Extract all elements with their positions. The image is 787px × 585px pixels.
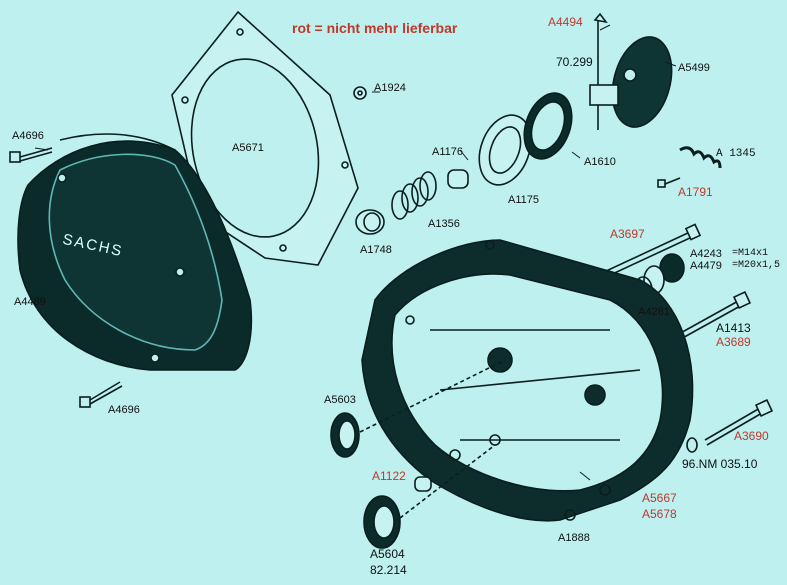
bearing-a5604 [363,444,496,549]
label-96nm: 96.NM 035.10 [682,457,758,471]
label-a1748: A1748 [360,244,392,256]
leader-lines [34,24,677,481]
screw-a1791 [657,177,681,188]
label-a4479-spec: =M20x1,5 [732,260,781,271]
label-70299: 70.299 [556,55,593,69]
spring-a1345 [679,146,722,169]
label-a4479: A4479 [690,260,722,272]
bushing-a1122 [414,476,432,492]
label-a1924: A1924 [374,82,406,94]
bearing-a1175 [478,114,532,186]
label-a5603: A5603 [324,394,356,406]
label-a4696-top: A4696 [12,130,44,142]
label-a5671: A5671 [232,142,264,154]
label-a1356: A1356 [428,218,460,230]
label-a3697: A3697 [610,227,645,241]
label-a1888: A1888 [558,532,590,544]
label-a3689: A3689 [716,335,751,349]
bushing-a1176 [447,169,469,189]
crankcase-housing [361,239,694,522]
label-a1791: A1791 [678,185,713,199]
bolt-a3690 [686,398,774,453]
seal-a1610 [523,92,573,160]
label-a5667: A5667 [642,491,677,505]
label-a1413: A1413 [716,321,751,335]
label-a5678: A5678 [642,507,677,521]
label-a1610: A1610 [584,156,616,168]
label-a1176: A1176 [432,146,463,158]
label-a1175: A1175 [508,194,539,206]
lever-a5499 [589,12,673,130]
label-a4494: A4494 [548,15,583,29]
gasket-a5671 [171,10,359,266]
nut-a1924 [353,86,367,100]
label-a5499: A5499 [678,62,710,74]
label-a1122: A1122 [372,469,406,483]
label-a4243: A4243 [690,248,722,260]
bolt-a4696-bottom [79,381,123,408]
spring-a1356 [391,171,437,220]
label-a3690: A3690 [734,429,769,443]
label-a4696-bottom: A4696 [108,404,140,416]
label-a4281: A4281 [638,306,670,318]
label-a1345: A 1345 [716,148,756,160]
label-82214: 82.214 [370,563,407,577]
label-a5604: A5604 [370,547,405,561]
cover-a4489 [17,133,253,371]
legend-text: rot = nicht mehr lieferbar [292,20,458,36]
bearing-a5603 [330,359,506,458]
label-a4243-spec: =M14x1 [732,248,769,259]
bolt-a3697 [603,223,702,278]
label-a4489: A4489 [14,296,46,308]
bushing-a1748 [355,209,385,235]
